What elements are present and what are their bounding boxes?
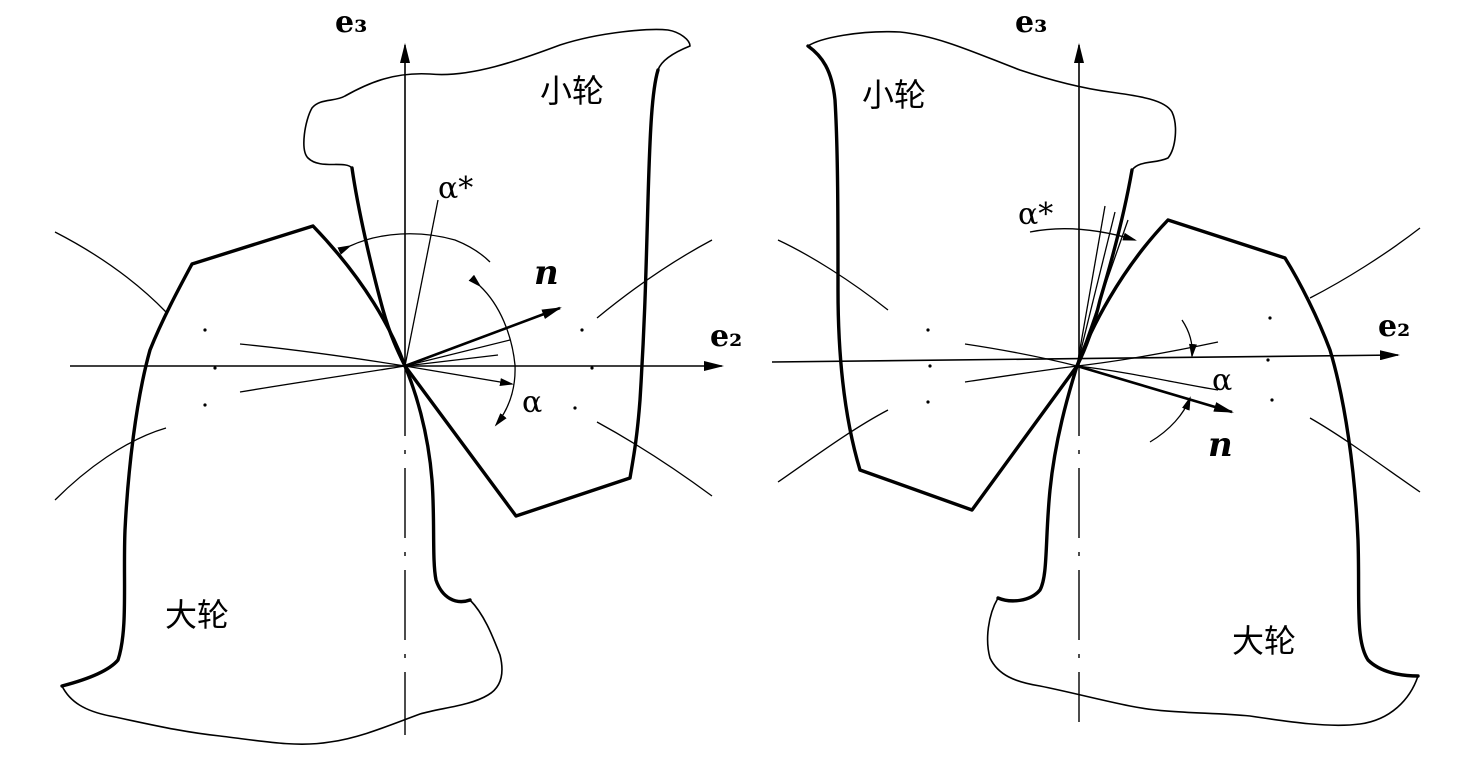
right-dot xyxy=(1268,316,1272,320)
right-dot xyxy=(926,328,930,332)
left-pinion-flank xyxy=(403,68,660,518)
right-arc-alpha-upper xyxy=(1181,319,1197,358)
right-alpha-star-label: α* xyxy=(1018,197,1053,232)
right-arc-alpha-star xyxy=(1029,228,1137,241)
left-dot xyxy=(213,366,217,370)
right-guide-arc-6 xyxy=(964,365,1078,383)
right-gear-left-flank xyxy=(996,364,1079,603)
right-gear-label: 大轮 xyxy=(1232,622,1296,660)
right-dot xyxy=(1266,358,1270,362)
right-pinion-flank xyxy=(806,44,1079,512)
right-panel: e₃ e₂ 小轮 大轮 α* α n xyxy=(771,5,1421,727)
right-alpha-label: α xyxy=(1212,363,1232,398)
left-guide-arc-5 xyxy=(239,343,406,367)
right-dot xyxy=(1270,398,1274,402)
right-gear-bottom xyxy=(986,597,1419,727)
right-guide-arc-7 xyxy=(1076,341,1219,367)
right-guide-arc-3 xyxy=(1309,227,1421,299)
left-gear-label: 大轮 xyxy=(165,596,229,634)
left-pinion-outline xyxy=(303,28,691,169)
right-pinion-right-flank xyxy=(1075,168,1134,368)
left-alpha-label: α xyxy=(522,385,542,420)
left-gear-right-flank xyxy=(403,364,472,604)
right-pinion-label: 小轮 xyxy=(862,76,926,114)
right-ray xyxy=(1076,211,1116,367)
left-dot xyxy=(203,403,207,407)
right-dot xyxy=(926,400,930,404)
left-pinion-left-flank xyxy=(350,166,407,368)
left-ray-alpha xyxy=(404,365,514,386)
left-dot xyxy=(573,406,577,410)
left-gear-bottom xyxy=(61,599,503,745)
right-ray-alpha-star xyxy=(1076,205,1106,367)
right-dot xyxy=(928,364,932,368)
left-dot xyxy=(203,328,207,332)
right-guide-arc-2 xyxy=(777,409,889,483)
right-guide-arc-8 xyxy=(1076,365,1219,391)
right-guide-arc-5 xyxy=(964,343,1078,367)
left-guide-arc-2 xyxy=(54,427,167,501)
right-ray xyxy=(1076,219,1129,367)
left-dot xyxy=(590,366,594,370)
right-gear-outline xyxy=(1075,218,1420,678)
right-pinion-outline xyxy=(807,30,1177,171)
left-alpha-star-label: α* xyxy=(438,171,473,206)
right-normal-label: n xyxy=(1208,425,1233,465)
left-pinion-label: 小轮 xyxy=(540,72,604,110)
right-normal-vector xyxy=(1076,364,1234,414)
right-guide-arc-1 xyxy=(777,239,889,311)
left-panel: e₃ e₂ 小轮 大轮 α* α n xyxy=(54,5,742,745)
right-e2-axis xyxy=(771,350,1400,363)
left-guide-arc-3 xyxy=(596,239,713,319)
left-ray xyxy=(404,339,511,367)
right-arc-alpha-lower xyxy=(1149,396,1191,443)
left-normal-label: n xyxy=(534,253,559,293)
left-arc-alpha-star xyxy=(337,233,491,263)
left-arc-alpha xyxy=(468,274,516,427)
right-e2-label: e₂ xyxy=(1378,309,1410,344)
left-ray-alpha-star xyxy=(404,199,439,367)
right-e3-label: e₃ xyxy=(1015,5,1047,40)
left-gear-outline xyxy=(60,224,407,688)
right-guide-arc-4 xyxy=(1309,417,1421,493)
left-e3-label: e₃ xyxy=(335,5,367,40)
left-guide-arc-1 xyxy=(54,231,167,313)
left-e2-label: e₂ xyxy=(710,319,742,354)
left-guide-arc-6 xyxy=(239,365,406,393)
left-guide-arc-4 xyxy=(596,421,713,497)
left-dot xyxy=(580,328,584,332)
